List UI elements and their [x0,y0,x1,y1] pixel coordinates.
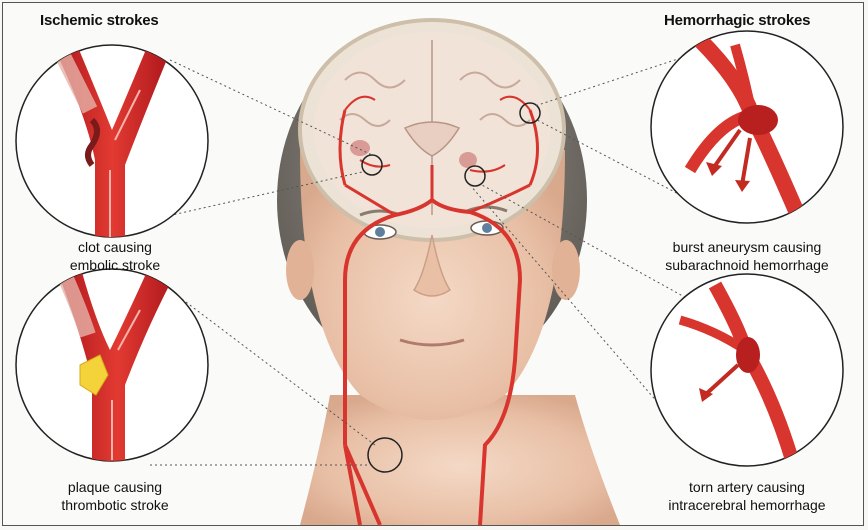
clot-marker [361,154,383,176]
hemorrhagic-heading: Hemorrhagic strokes [664,12,811,29]
caption-torn-artery: torn artery causing intracerebral hemorr… [632,478,862,514]
caption-line: torn artery causing [689,479,805,495]
caption-plaque: plaque causing thrombotic stroke [0,478,230,514]
caption-line: intracerebral hemorrhage [668,497,826,513]
caption-clot: clot causing embolic stroke [0,238,230,274]
plaque-panel [15,268,209,462]
caption-line: burst aneurysm causing [672,239,822,255]
left-ear [286,240,314,300]
clot-panel [15,44,209,238]
caption-aneurysm: burst aneurysm causing subarachnoid hemo… [632,238,862,274]
aneurysm-panel [650,30,844,224]
caption-line: clot causing [78,239,152,255]
leader-lines [149,54,691,466]
caption-line: thrombotic stroke [61,497,169,513]
caption-line: plaque causing [67,479,163,495]
torn-artery-panel [650,273,844,467]
right-ear [552,240,580,300]
neck [300,395,620,525]
caption-line: embolic stroke [69,257,161,273]
plaque-marker [367,437,403,473]
caption-line: subarachnoid hemorrhage [665,257,829,273]
head-illustration [277,18,620,526]
ischemic-heading: Ischemic strokes [40,12,159,29]
aneurysm-marker [519,102,541,124]
tear-marker [464,165,486,187]
